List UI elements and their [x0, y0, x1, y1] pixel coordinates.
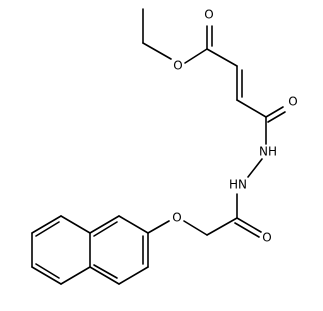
bond-ketone-double-a: [265, 106, 284, 118]
ring-bond-l4: [31, 266, 62, 285]
ring-bond-l2-inner: [35, 221, 60, 237]
bond-ch2-aryl-o: [183, 220, 208, 236]
ring-bond-l4-inner: [35, 263, 60, 279]
atom-labels: O O O NH HN O O: [172, 8, 297, 245]
ring-bond-r5: [89, 215, 120, 234]
hydrazide-nh-lower: HN: [229, 178, 247, 192]
ring-bond-r5-inner: [93, 221, 118, 237]
ring-bond-r2: [118, 266, 149, 285]
ring-bond-r3: [89, 266, 120, 285]
bond-amide-double-a: [236, 217, 262, 233]
bond-ester-o-carbonyl-c: [184, 48, 208, 64]
bonds: [31, 8, 286, 285]
bond-amide-c-ch2: [206, 217, 238, 236]
bond-vinyl-ketone-c: [236, 99, 267, 118]
bond-n-n: [247, 158, 263, 178]
amide-oxygen: O: [262, 231, 271, 245]
ring-bond-r6: [118, 215, 149, 234]
hydrazide-nh-upper: NH: [259, 145, 277, 159]
ring-bond-l2: [31, 215, 62, 234]
ring-bond-l1: [60, 215, 91, 234]
bond-aryl-o-ring: [147, 220, 170, 234]
bond-amide-double-b: [234, 222, 260, 238]
ketone-oxygen: O: [288, 95, 297, 109]
ring-bond-r3-inner: [93, 264, 118, 279]
bond-carbonyl-c-vinyl: [206, 48, 238, 67]
ester-ether-oxygen: O: [173, 59, 182, 73]
aryl-ether-oxygen: O: [172, 211, 181, 225]
bond-ch2-ester-o: [142, 42, 172, 60]
ring-bond-l5: [60, 266, 91, 285]
ester-carbonyl-oxygen: O: [204, 8, 213, 22]
bond-ketone-double-b: [267, 111, 286, 123]
